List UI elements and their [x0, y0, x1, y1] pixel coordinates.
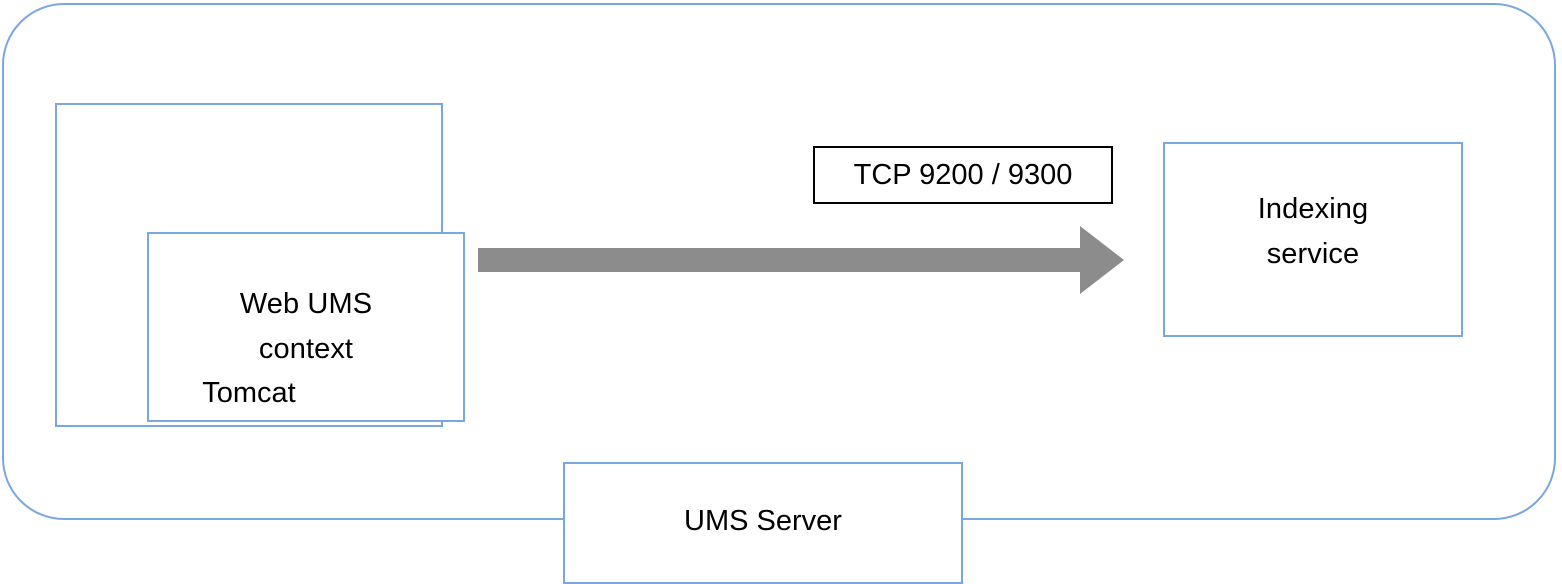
web-ums-context-label: Web UMS context [239, 288, 373, 365]
protocol-port-label: TCP 9200 / 9300 [853, 159, 1073, 191]
protocol-port-callout[interactable]: TCP 9200 / 9300 [813, 146, 1113, 204]
web-ums-context-box[interactable]: Web UMS context [147, 232, 465, 422]
connection-arrow-icon [478, 226, 1124, 294]
indexing-service-box[interactable]: Indexing service [1163, 142, 1463, 337]
tomcat-box[interactable]: Web UMS context Tomcat [55, 103, 465, 427]
tomcat-label: Tomcat [202, 377, 296, 409]
indexing-service-label: Indexing service [1257, 192, 1369, 270]
ums-server-label: UMS Server [684, 505, 842, 537]
ums-server-box[interactable]: UMS Server [563, 462, 963, 584]
